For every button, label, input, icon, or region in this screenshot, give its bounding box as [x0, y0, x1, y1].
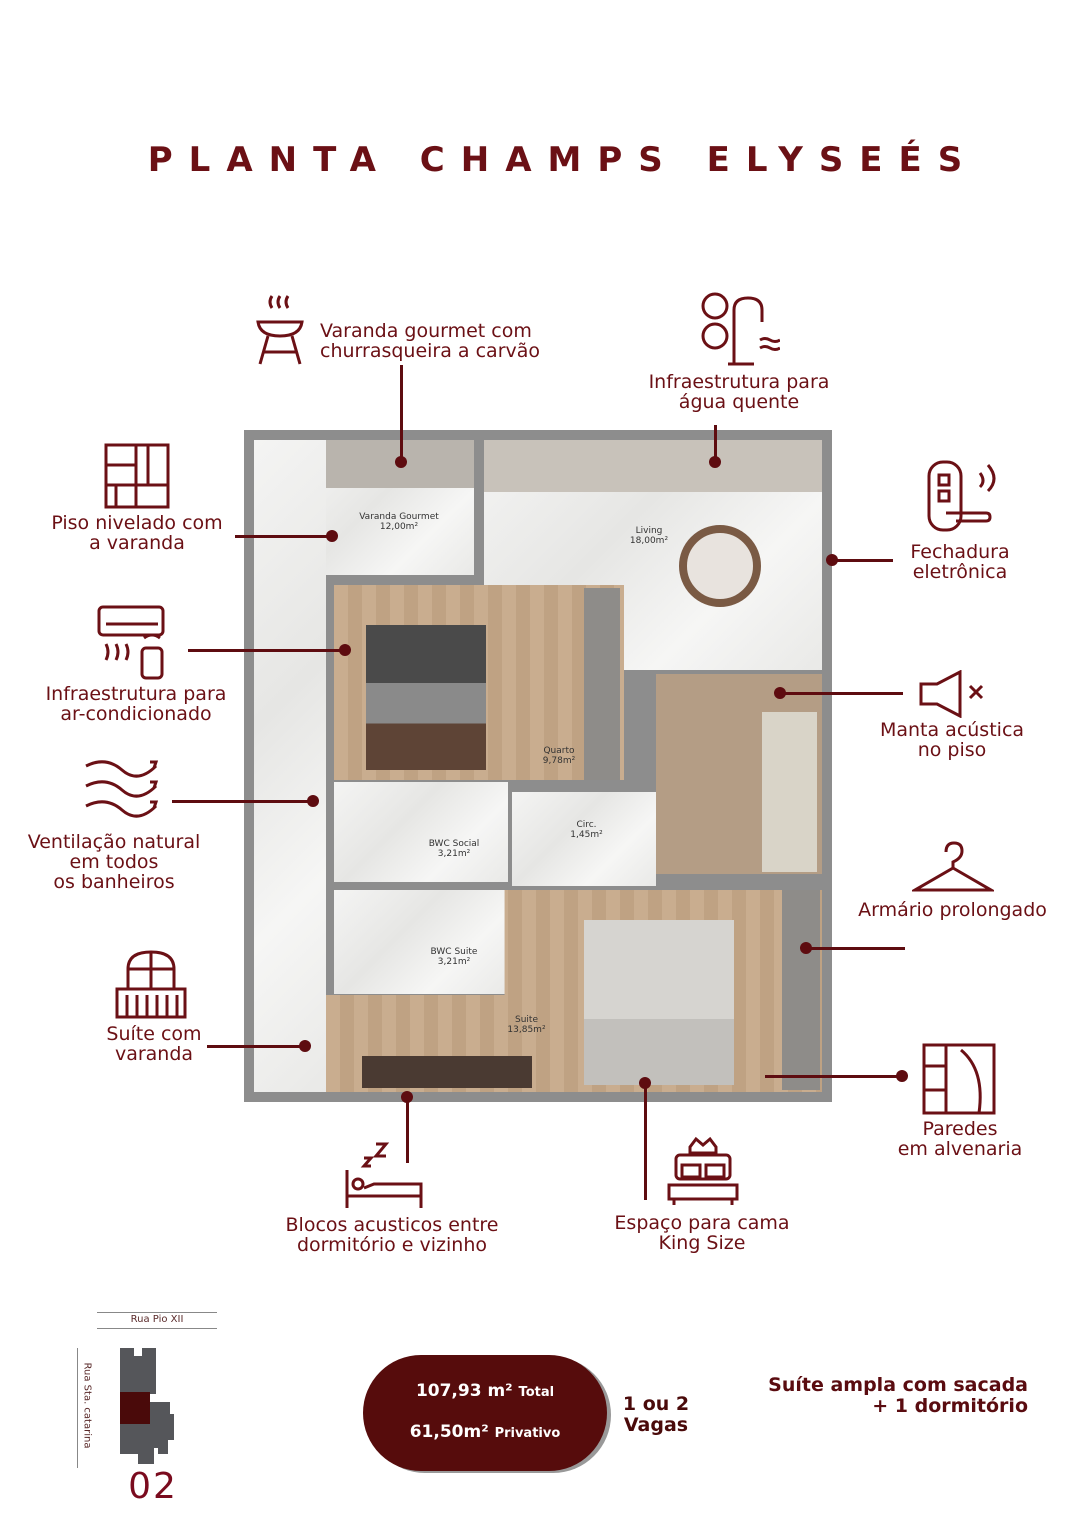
callout-line	[188, 649, 345, 652]
callout-dot	[395, 456, 407, 468]
feature-blocos-acusticos: Blocos acusticos entre dormitório e vizi…	[285, 1214, 499, 1256]
grill-icon	[256, 295, 304, 365]
callout-line	[714, 425, 717, 462]
callout-line	[406, 1097, 409, 1163]
room-area: 18,00m²	[629, 536, 669, 546]
label-circ: Circ.1,45m²	[559, 820, 614, 840]
suite-wardrobe	[782, 890, 820, 1090]
callout-dot	[826, 554, 838, 566]
room-name: Suite	[515, 1015, 538, 1025]
room-area: 3,21m²	[437, 849, 471, 859]
area-summary-pill: 107,93 m² Total 61,50m² Privativo	[363, 1355, 607, 1471]
hot-water-faucet-icon	[701, 292, 780, 366]
feature-cama-king: Espaço para cama King Size	[614, 1212, 790, 1254]
quarto-bed	[366, 625, 486, 770]
total-area: 107,93 m² Total	[363, 1381, 607, 1401]
callout-line	[207, 1045, 305, 1048]
callout-dot	[326, 530, 338, 542]
callout-dot	[339, 644, 351, 656]
room-name: Living	[635, 526, 663, 536]
callout-dot	[709, 456, 721, 468]
feature-ar-condicionado: Infraestrutura para ar-condicionado	[45, 683, 227, 725]
feature-agua-quente: Infraestrutura para água quente	[648, 371, 830, 413]
balcony-icon	[115, 950, 187, 1019]
building-footprint	[120, 1348, 174, 1464]
total-area-label: Total	[518, 1385, 555, 1400]
street-top-line	[97, 1328, 217, 1329]
room-circ	[512, 792, 656, 886]
sleeping-bed-icon	[345, 1142, 423, 1208]
callout-dot	[774, 687, 786, 699]
balcony-strip	[254, 440, 326, 1092]
dining-table	[679, 525, 761, 607]
room-name: BWC Social	[428, 839, 480, 849]
feature-ventilacao: Ventilação natural em todos os banheiros	[27, 831, 201, 893]
wind-icon	[85, 760, 159, 818]
callout-line	[644, 1083, 647, 1200]
street-top-line	[97, 1312, 217, 1313]
callout-dot	[800, 942, 812, 954]
page-title: PLANTA CHAMPS ELYSEÉS	[147, 140, 979, 180]
room-bwc-social	[334, 782, 508, 882]
electronic-lock-icon	[927, 460, 996, 532]
room-area: 3,21m²	[437, 957, 471, 967]
feature-fechadura: Fechadura eletrônica	[910, 541, 1010, 583]
callout-dot	[896, 1070, 908, 1082]
callout-line	[832, 559, 893, 562]
room-area: 12,00m²	[379, 522, 419, 532]
callout-line	[765, 1075, 902, 1078]
room-bwc-suite	[334, 890, 508, 994]
total-area-value: 107,93 m²	[415, 1381, 513, 1401]
callout-dot	[401, 1091, 413, 1103]
hanger-icon	[912, 841, 994, 892]
unit-description: Suíte ampla com sacada + 1 dormitório	[768, 1374, 1028, 1417]
floor-tiles-icon	[104, 443, 170, 509]
street-side-line	[77, 1348, 78, 1468]
suite-desk	[362, 1056, 532, 1088]
room-name: BWC Suite	[430, 947, 478, 957]
room-name: Quarto	[543, 746, 575, 756]
private-area-label: Privativo	[494, 1426, 561, 1441]
speaker-mute-icon	[919, 670, 984, 718]
room-area: 9,78m²	[542, 756, 576, 766]
room-name: Circ.	[576, 820, 597, 830]
unit-number: 02	[128, 1466, 178, 1507]
room-name: Varanda Gourmet	[359, 512, 439, 522]
callout-dot	[639, 1077, 651, 1089]
callout-line	[780, 692, 903, 695]
callout-line	[235, 535, 332, 538]
feature-varanda-gourmet: Varanda gourmet com churrasqueira a carv…	[320, 320, 541, 362]
sofa	[762, 712, 817, 872]
room-area: 13,85m²	[507, 1025, 546, 1035]
private-area: 61,50m² Privativo	[363, 1422, 607, 1442]
kitchen-counter	[484, 440, 822, 492]
feature-paredes: Paredes em alvenaria	[897, 1118, 1023, 1160]
room-area: 1,45m²	[570, 830, 603, 840]
air-conditioner-icon	[97, 605, 165, 680]
suite-bed	[584, 920, 734, 1085]
wall-icon	[922, 1043, 996, 1115]
king-bed-icon	[667, 1136, 739, 1205]
feature-piso-nivelado: Piso nivelado com a varanda	[51, 512, 223, 554]
callout-line	[400, 365, 403, 462]
parking-info: 1 ou 2 Vagas	[622, 1393, 690, 1436]
feature-manta-acustica: Manta acústica no piso	[879, 719, 1025, 761]
private-area-value: 61,50m²	[409, 1422, 489, 1442]
feature-armario: Armário prolongado	[858, 899, 1047, 921]
street-side-label: Rua Sta. catarina	[81, 1362, 93, 1449]
callout-line	[172, 800, 313, 803]
callout-line	[806, 947, 905, 950]
feature-suite-varanda: Suíte com varanda	[106, 1023, 202, 1065]
callout-dot	[307, 795, 319, 807]
callout-dot	[299, 1040, 311, 1052]
street-top-label: Rua Pio XII	[130, 1314, 184, 1325]
quarto-wardrobe	[584, 588, 620, 780]
